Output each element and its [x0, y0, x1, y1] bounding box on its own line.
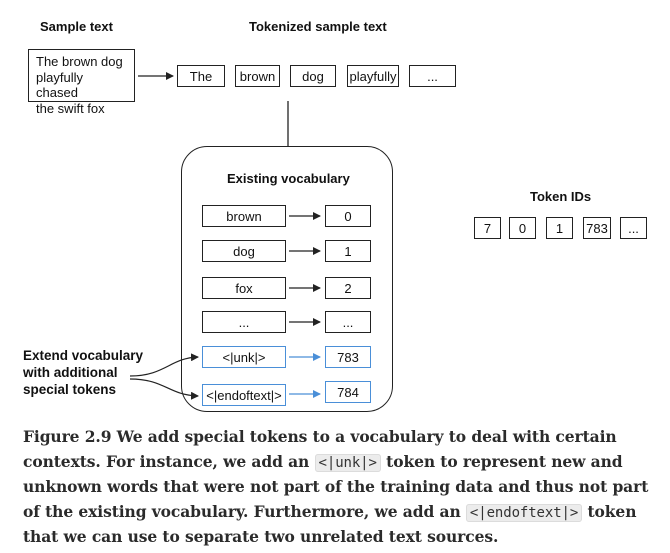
extend-line-2: with additional [23, 365, 118, 380]
figure-caption: Figure 2.9 We add special tokens to a vo… [23, 425, 653, 550]
extend-curve-endoftext [129, 378, 199, 400]
sample-text-box: The brown dog playfully chased the swift… [28, 49, 135, 116]
extend-curve-unk [129, 353, 199, 377]
sample-line-1: The brown dog [36, 54, 123, 69]
token-id-box: 0 [509, 217, 536, 239]
token-ids-header: Token IDs [530, 189, 592, 204]
tokenized-text-header: Tokenized sample text [249, 19, 387, 34]
token-box: dog [290, 65, 336, 87]
token-box: playfully [347, 65, 399, 87]
special-token-endoftext-box: <|endoftext|> [202, 384, 286, 406]
token-box: The [177, 65, 225, 87]
caption-text-2: token to represent new and unknown words… [23, 451, 649, 521]
extend-line-3: special tokens [23, 382, 117, 397]
special-id-unk-box: 783 [325, 346, 371, 368]
vocab-token-box: ... [202, 311, 286, 333]
sample-text-header: Sample text [40, 19, 113, 34]
extend-line-1: Extend vocabulary [23, 348, 144, 363]
vocab-token-box: fox [202, 277, 286, 299]
vocabulary-header: Existing vocabulary [227, 171, 350, 186]
caption-text-3: token that we can use to separate two un… [23, 501, 637, 547]
sample-line-3: the swift fox [36, 100, 105, 116]
vocab-id-box: 0 [325, 205, 371, 227]
token-id-box: 7 [474, 217, 501, 239]
vocab-token-box: dog [202, 240, 286, 262]
caption-code-unk: <|unk|> [314, 453, 381, 472]
vocab-id-box: ... [325, 311, 371, 333]
special-id-endoftext-box: 784 [325, 381, 371, 403]
sample-line-2: playfully chased [36, 69, 83, 101]
vocab-id-box: 2 [325, 277, 371, 299]
caption-text-1: Figure 2.9 We add special tokens to a vo… [23, 427, 617, 471]
vocab-id-box: 1 [325, 240, 371, 262]
special-token-unk-box: <|unk|> [202, 346, 286, 368]
token-id-box: ... [620, 217, 647, 239]
token-box: ... [409, 65, 456, 87]
token-id-box: 1 [546, 217, 573, 239]
caption-code-endoftext: <|endoftext|> [465, 503, 583, 522]
vocab-token-box: brown [202, 205, 286, 227]
extend-vocabulary-label: Extend vocabulary with additional specia… [23, 347, 143, 398]
token-id-box: 783 [583, 217, 611, 239]
token-box: brown [235, 65, 280, 87]
